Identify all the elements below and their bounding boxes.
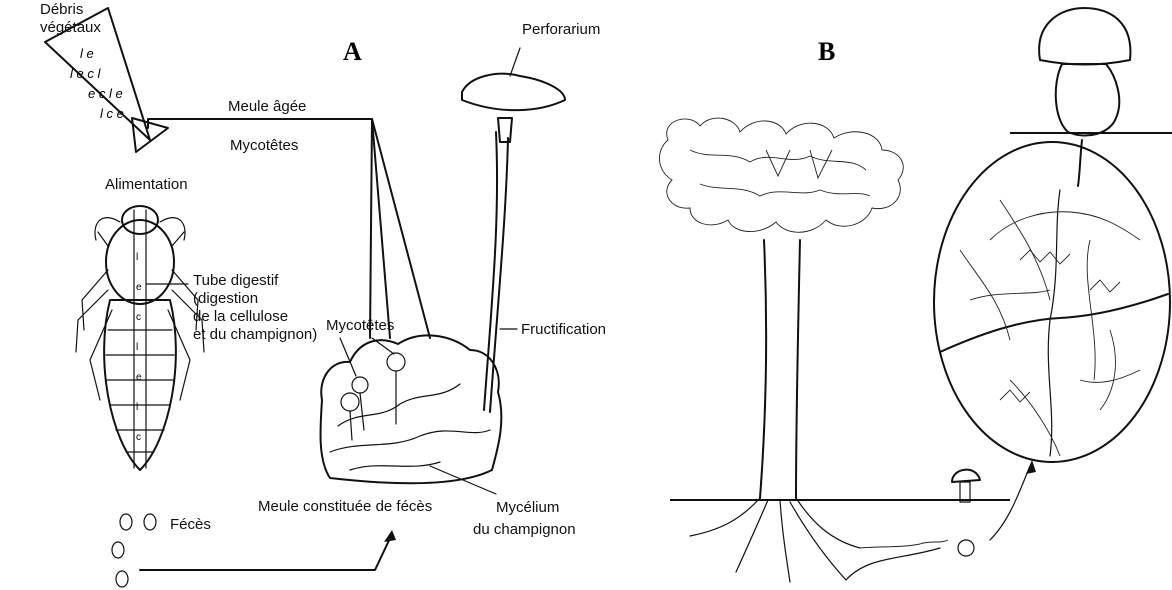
svg-text:l e: l e: [80, 46, 94, 61]
tube-digestif-line4: et du champignon): [193, 326, 317, 343]
debris-label-line1: Débris: [40, 1, 83, 18]
meule-comb: [320, 335, 501, 483]
perforarium-mushroom: [462, 48, 565, 412]
panel-label-b: B: [818, 37, 835, 66]
svg-text:l: l: [136, 402, 138, 413]
svg-text:c: c: [136, 312, 141, 323]
debris-label-line2: végétaux: [40, 19, 101, 36]
mycelium-pointer: [430, 466, 496, 494]
svg-text:l e c l: l e c l: [70, 66, 101, 81]
svg-text:l: l: [136, 342, 138, 353]
mycotetes-top-label: Mycotêtes: [230, 137, 298, 154]
svg-text:e: e: [136, 282, 142, 293]
svg-text:c: c: [136, 432, 141, 443]
mycelium-line2: du champignon: [473, 521, 576, 538]
mushroom-icon: [1039, 8, 1130, 186]
panel-label-a: A: [343, 37, 362, 66]
alimentation-label: Alimentation: [105, 176, 188, 193]
tube-digestif-line3: de la cellulose: [193, 308, 288, 325]
feces-pellets: [112, 514, 156, 587]
svg-text:e c l e: e c l e: [88, 86, 123, 101]
mycelium-line1: Mycélium: [496, 499, 559, 516]
meule-constituee-label: Meule constituée de fécès: [258, 498, 432, 515]
svg-text:l: l: [136, 252, 138, 263]
tree-icon: [659, 118, 948, 582]
small-mushroom-icon: [952, 470, 980, 556]
tube-digestif-line1: Tube digestif: [193, 272, 279, 289]
feces-to-meule-arrow: [140, 530, 396, 570]
tube-digestif-line2: (digestion: [193, 290, 258, 307]
mycelium-magnified-circle: [934, 142, 1170, 462]
feces-label: Fécès: [170, 516, 211, 533]
svg-text:e: e: [136, 372, 142, 383]
fructification-label: Fructification: [521, 321, 606, 338]
perforarium-label: Perforarium: [522, 21, 600, 38]
svg-text:l c e: l c e: [100, 106, 124, 121]
meule-agee-label: Meule âgée: [228, 98, 306, 115]
mycotetes-mid-label: Mycotêtes: [326, 317, 394, 334]
termite-icon: l e c l e l c: [76, 206, 204, 470]
